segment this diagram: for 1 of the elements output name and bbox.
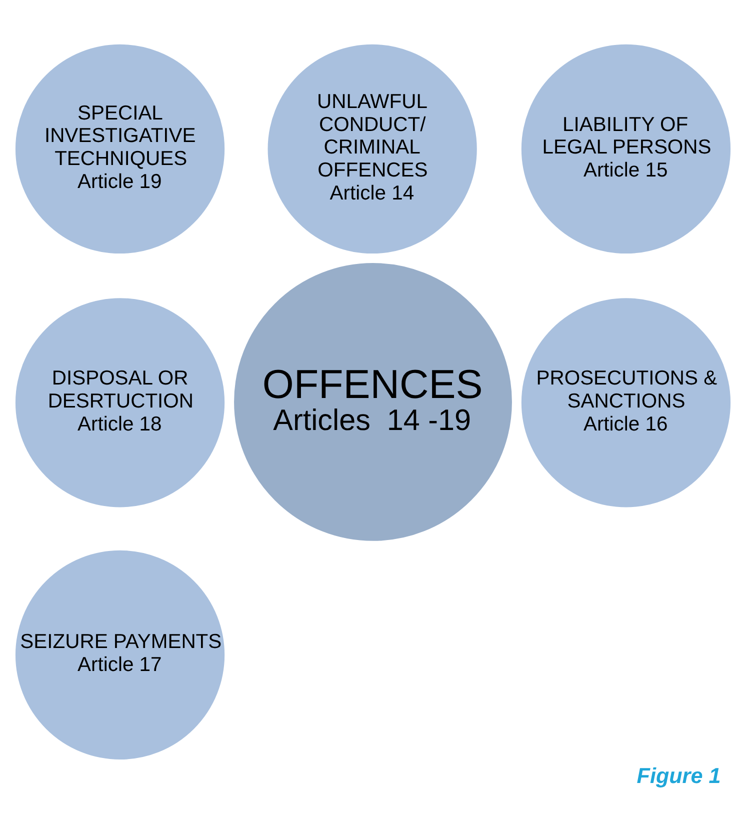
caption: Figure 1 (636, 762, 721, 788)
